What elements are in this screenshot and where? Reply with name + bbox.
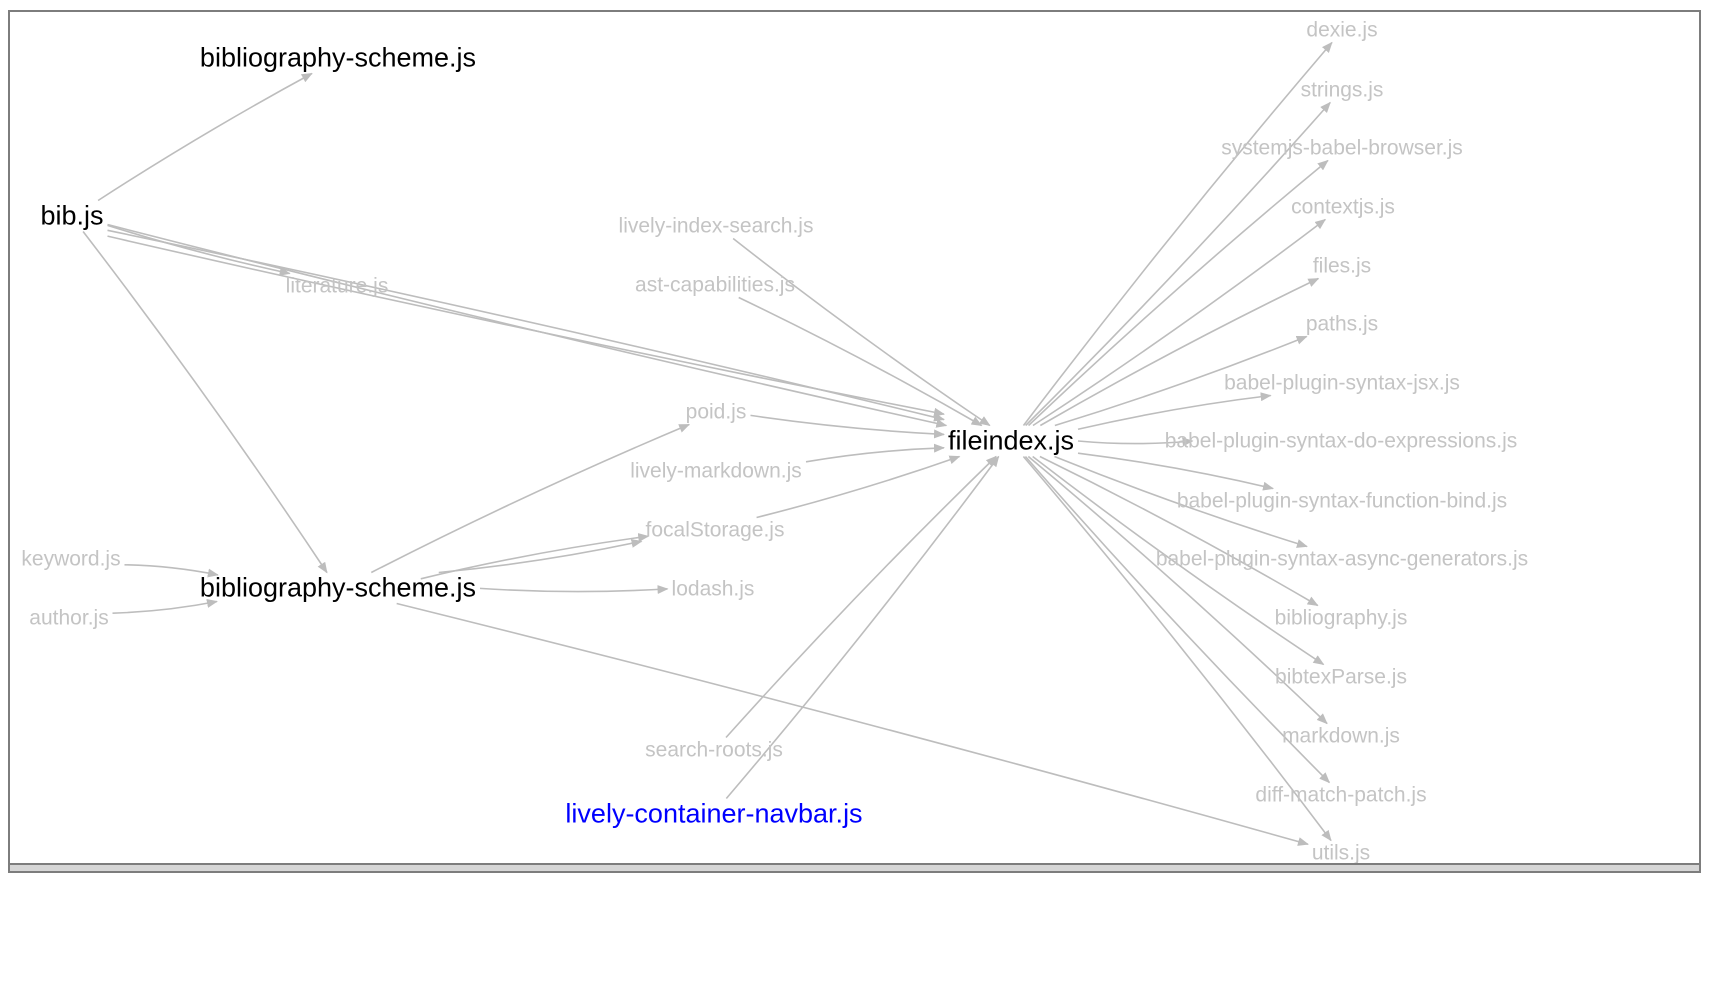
graph-node-focal[interactable]: focalStorage.js (645, 518, 785, 542)
graph-node-bibscheme_top[interactable]: bibliography-scheme.js (199, 42, 477, 73)
clipped-top-row (0, 0, 1709, 4)
graph-edge (1022, 455, 1332, 842)
graph-node-contextjs[interactable]: contextjs.js (1291, 195, 1395, 219)
graph-edge (107, 235, 945, 417)
graph-edge (420, 533, 650, 580)
panel-bottom-bar (8, 865, 1701, 873)
graph-node-dexie[interactable]: dexie.js (1306, 18, 1378, 42)
graph-edge (1077, 437, 1194, 447)
graph-edge (1077, 452, 1275, 491)
graph-edge (479, 584, 669, 594)
graph-edge (1039, 277, 1320, 427)
graph-node-bibscheme_mid[interactable]: bibliography-scheme.js (199, 572, 477, 603)
graph-edge (1032, 218, 1327, 427)
graph-node-lively_md[interactable]: lively-markdown.js (630, 459, 802, 483)
graph-edge (725, 455, 1000, 800)
graph-node-author[interactable]: author.js (29, 606, 109, 630)
graph-edge (1027, 159, 1329, 427)
graph-node-literature[interactable]: literature.js (285, 274, 389, 298)
graph-edge (732, 237, 991, 427)
graph-edge (124, 564, 219, 578)
graph-edge (107, 224, 291, 276)
graph-edge (112, 598, 218, 614)
graph-node-markdown[interactable]: markdown.js (1282, 724, 1400, 748)
graph-node-lodash[interactable]: lodash.js (671, 577, 755, 601)
graph-edge (107, 229, 945, 422)
graph-edge (82, 231, 328, 574)
graph-node-keyword[interactable]: keyword.js (21, 547, 121, 571)
graph-edge (396, 602, 1309, 846)
graph-node-async_gen[interactable]: babel-plugin-syntax-async-generators.js (1155, 547, 1529, 571)
graph-node-utils[interactable]: utils.js (1311, 841, 1371, 865)
graph-node-search_roots[interactable]: search-roots.js (645, 738, 783, 762)
graph-node-do_expr[interactable]: babel-plugin-syntax-do-expressions.js (1164, 429, 1518, 453)
graph-edge (1027, 455, 1328, 725)
graph-node-navbar[interactable]: lively-container-navbar.js (565, 798, 863, 829)
graph-edge (1024, 455, 1331, 784)
graph-edge (805, 443, 945, 463)
graph-edge (97, 72, 313, 202)
graph-node-strings[interactable]: strings.js (1300, 78, 1384, 102)
graph-edge (1032, 455, 1325, 666)
graph-edge (1077, 392, 1272, 431)
graph-node-lively_index[interactable]: lively-index-search.js (618, 214, 814, 238)
graph-node-fileindex[interactable]: fileindex.js (947, 425, 1075, 456)
graph-edge (725, 455, 997, 739)
graph-edge (750, 414, 945, 439)
graph-node-fn_bind[interactable]: babel-plugin-syntax-function-bind.js (1176, 489, 1508, 513)
graph-edge (1054, 335, 1308, 427)
graph-node-dmp[interactable]: diff-match-patch.js (1255, 783, 1427, 807)
graph-edge (107, 223, 948, 428)
graph-edge (1025, 101, 1331, 427)
dependency-graph-panel[interactable]: bib.js bibliography-scheme.js literature.j… (8, 10, 1701, 865)
graph-node-bibtex[interactable]: bibtexParse.js (1275, 665, 1407, 689)
graph-edge (1039, 455, 1319, 607)
graph-edge (756, 455, 961, 519)
graph-node-sysjs_babel[interactable]: systemjs-babel-browser.js (1221, 136, 1463, 160)
graph-node-poid[interactable]: poid.js (685, 400, 747, 424)
graph-edge (1022, 41, 1333, 426)
graph-node-bibliography[interactable]: bibliography.js (1274, 606, 1408, 630)
graph-node-bib[interactable]: bib.js (40, 200, 104, 231)
graph-node-files[interactable]: files.js (1312, 254, 1372, 278)
graph-node-ast_cap[interactable]: ast-capabilities.js (635, 273, 795, 297)
graph-edge (438, 539, 643, 574)
edge-layer (82, 41, 1333, 846)
graph-edge (738, 296, 983, 427)
graph-node-paths[interactable]: paths.js (1305, 312, 1379, 336)
graph-node-jsx[interactable]: babel-plugin-syntax-jsx.js (1224, 371, 1460, 395)
graph-edge (1054, 455, 1308, 548)
graph-edge (370, 423, 691, 574)
